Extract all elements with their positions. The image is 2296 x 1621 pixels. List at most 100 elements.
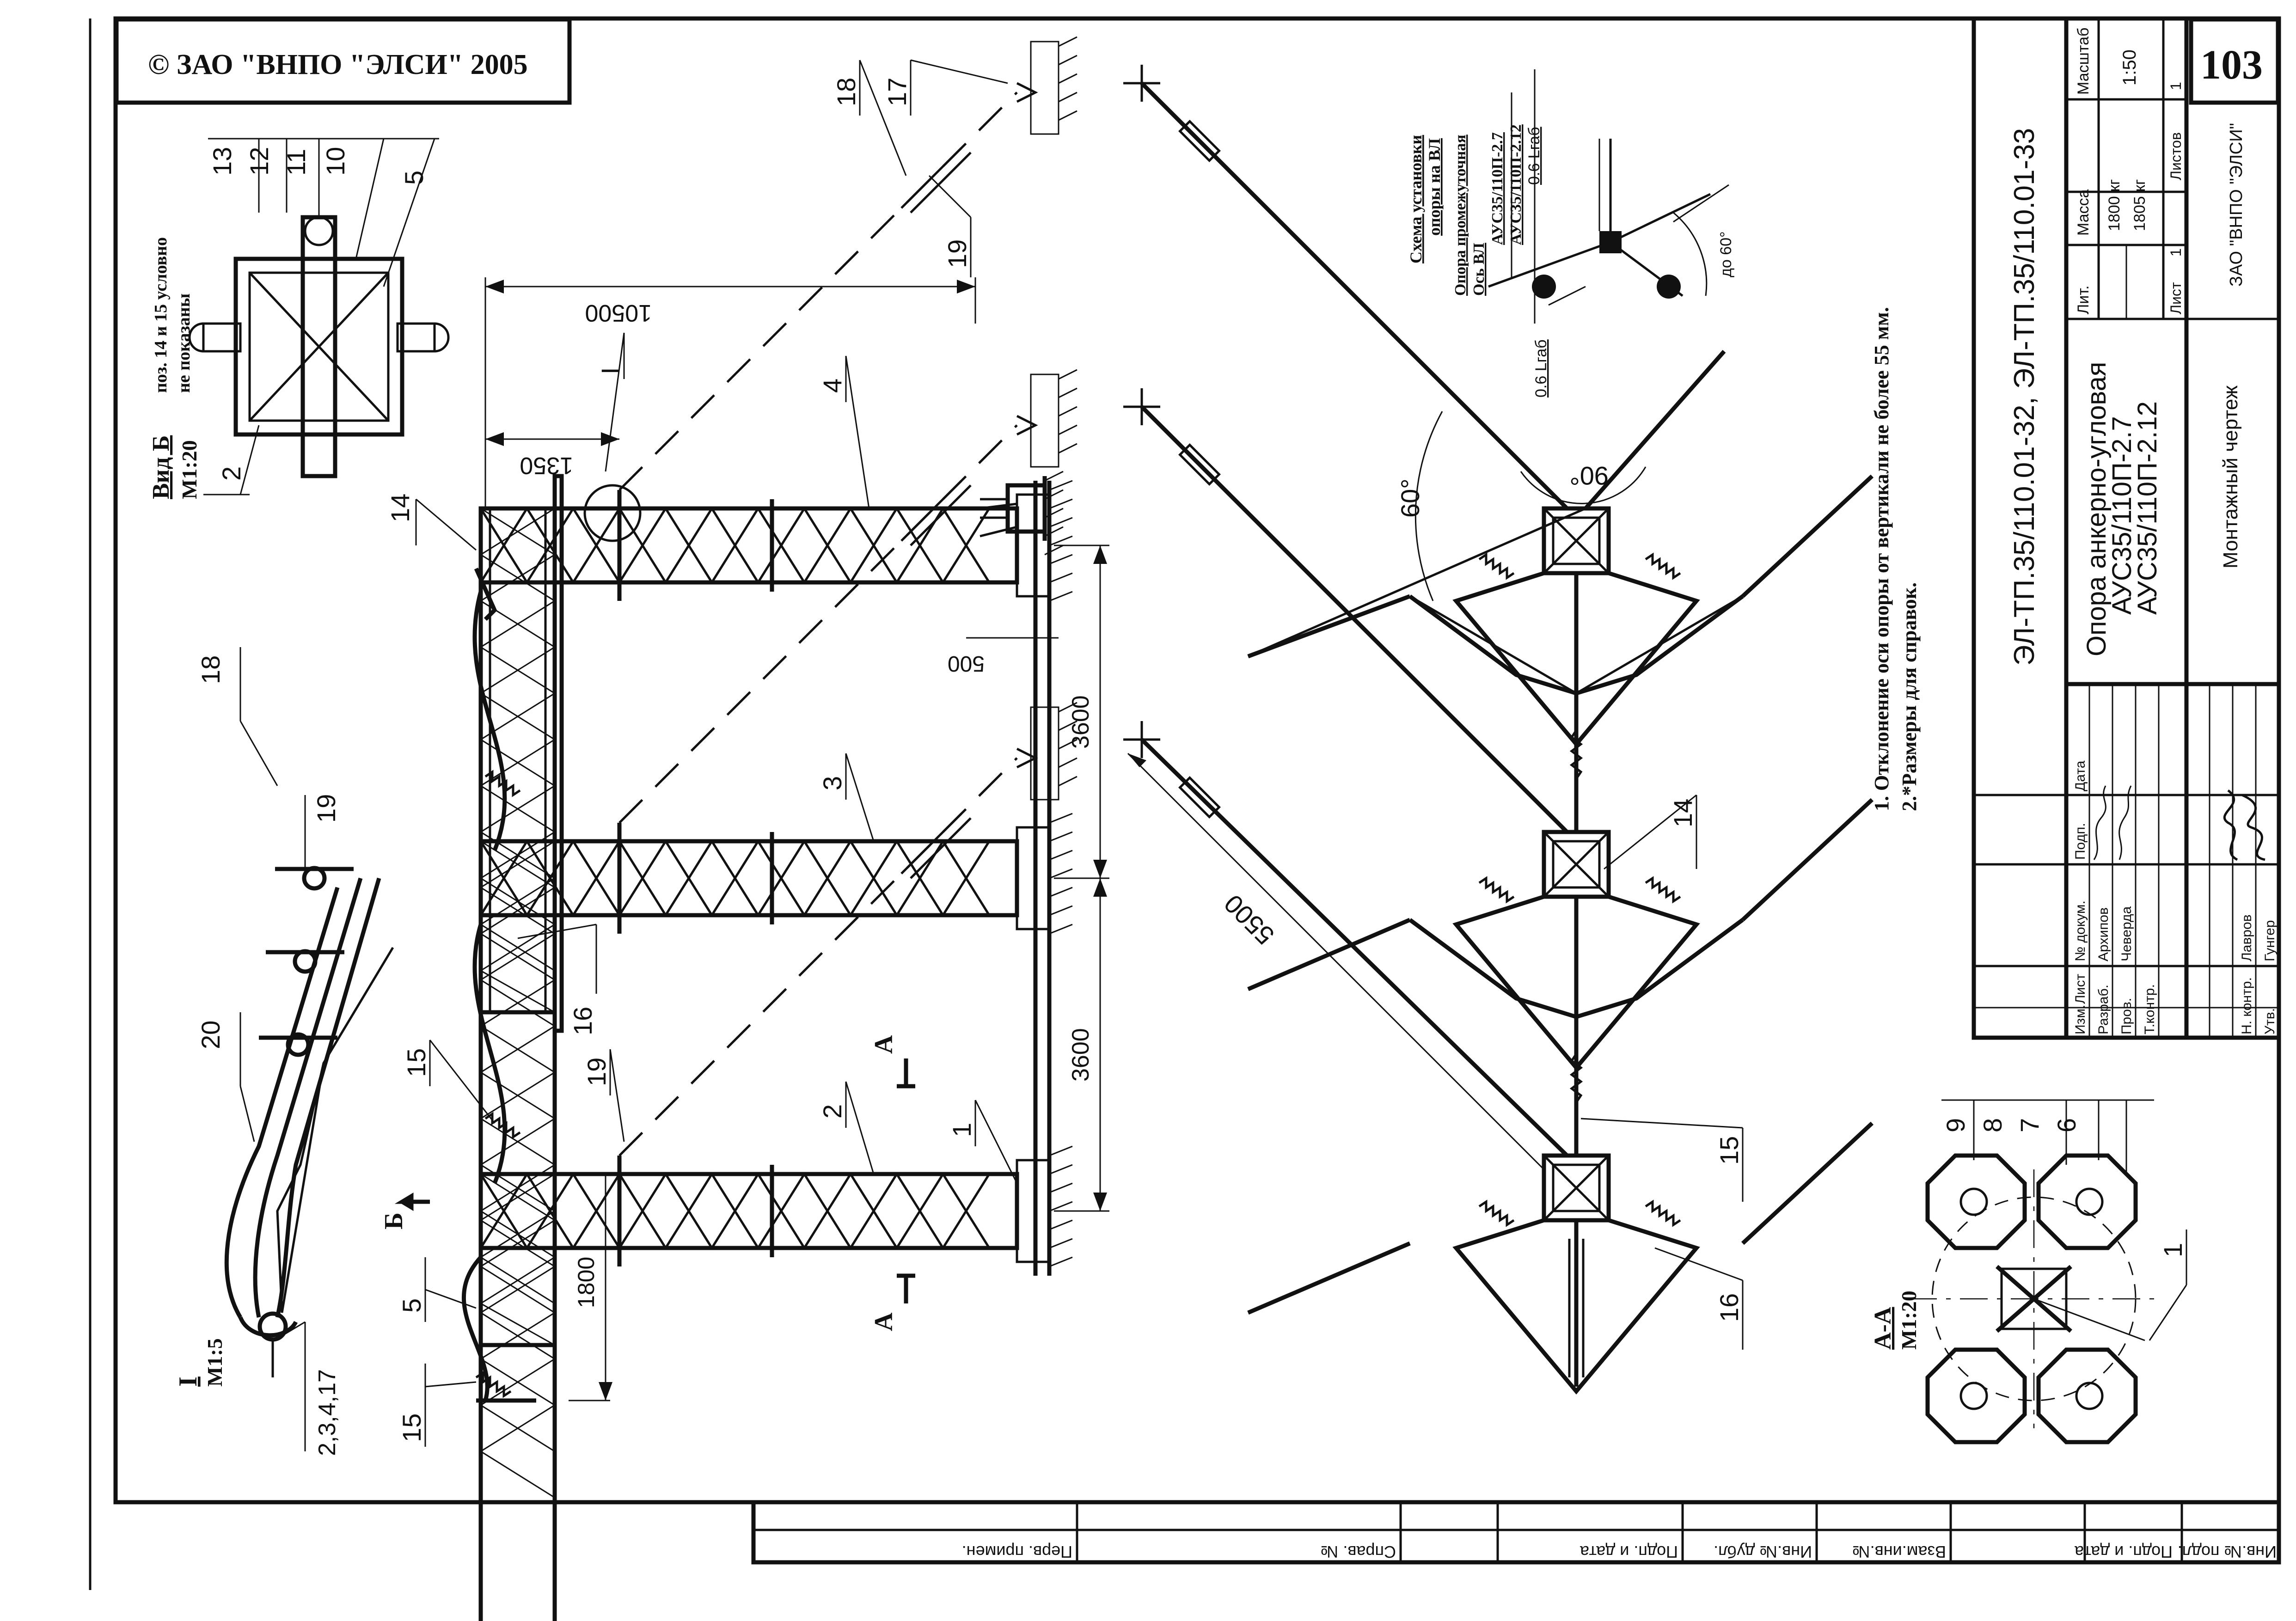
pos-6: 6 — [2052, 1118, 2081, 1132]
note-2: 2.*Размеры для справок. — [1898, 582, 1921, 811]
role-approve: Утв. — [2262, 1008, 2278, 1034]
copyright-text: © ЗАО "ВНПО "ЭЛСИ" 2005 — [148, 49, 528, 80]
scheme-type2: АУС35/110П-2.12 — [1507, 124, 1525, 245]
mass-header: Масса — [2075, 189, 2092, 236]
sheet-value: 1 — [2167, 248, 2184, 257]
tower-3 — [478, 1172, 557, 1621]
pos-15-b: 15 — [397, 1413, 426, 1442]
stamp-first-use: Перв. примен. — [962, 1542, 1072, 1561]
jumpers — [461, 568, 536, 1403]
sheet-number: 103 — [2200, 42, 2263, 88]
pos-19-i: 19 — [312, 794, 341, 823]
scheme-title-1: Схема установки — [1407, 135, 1425, 263]
name-approve: Гунгер — [2262, 920, 2278, 961]
title-line-2: АУС35/110П-2.7 — [2107, 416, 2137, 615]
stamp-sign-date-2: Подп. и дата — [1580, 1542, 1678, 1561]
pos-12: 12 — [245, 147, 274, 176]
pos-20: 20 — [196, 1021, 225, 1049]
pos-11: 11 — [282, 149, 311, 176]
mass-2: 1805 кг — [2131, 179, 2149, 231]
pos-1-elev: 1 — [947, 1123, 976, 1137]
dim-1350: 1350 — [520, 452, 573, 479]
scheme-title-2: опоры на ВЛ — [1425, 138, 1444, 236]
signature-2 — [2118, 785, 2132, 860]
pos-16-elev: 16 — [568, 1007, 597, 1035]
plan-leaders — [1580, 794, 1744, 1350]
sheet-label: Лист — [2167, 282, 2184, 314]
stamp-ref-no: Справ. № — [1321, 1542, 1396, 1561]
dim-3600-b: 3600 — [1067, 1028, 1094, 1082]
sheet-number-box: 103 — [2189, 17, 2280, 105]
section-aa: А-А М1:20 — [1870, 1153, 2163, 1444]
pos-14-elev: 14 — [386, 494, 415, 522]
pos-16-plan: 16 — [1714, 1293, 1744, 1322]
role-tcontrol: Т.контр. — [2142, 984, 2157, 1034]
lit-header: Лит. — [2075, 285, 2092, 314]
dim-1800: 1800 — [573, 1257, 599, 1308]
stamp-inv-dup: Инв.№ дубл. — [1714, 1542, 1812, 1561]
view-i-callout: 2,3,4,17 — [314, 1369, 341, 1456]
pos-10: 10 — [321, 147, 350, 176]
designation: ЭЛ-ТП.35/110.01-32, ЭЛ-ТП.35/110.01-33 — [2008, 128, 2040, 666]
pos-2-top: 2 — [217, 466, 246, 481]
guy-wires — [618, 92, 1018, 1156]
name-check: Чеверда — [2119, 906, 2134, 961]
pos-18-i: 18 — [196, 655, 225, 684]
note-1: 1. Отклонение оси опоры от вертикали не … — [1870, 307, 1893, 811]
col-sign: Подп. — [2073, 823, 2088, 860]
section-mark-a-upper: А — [869, 1035, 898, 1054]
pos-4: 4 — [818, 379, 847, 393]
view-b: Вид Б М1:20 поз. 14 и 15 условно не пока… — [148, 215, 450, 499]
role-check: Пров. — [2119, 998, 2134, 1034]
name-ncontrol: Лавров — [2239, 914, 2254, 961]
tower-lattice — [478, 36, 1078, 1276]
pos-15-a: 15 — [402, 1048, 431, 1077]
bottom-stamp-strip: Инв.№ подл. Подп. и дата Взам.инв.№ Инв.… — [751, 1500, 2281, 1565]
view-b-leaders — [203, 138, 439, 495]
scheme-type1: АУС35/110П-2.7 — [1489, 132, 1506, 245]
stamp-inv-orig: Инв.№ подл. — [2178, 1542, 2277, 1561]
towers-elevation — [478, 471, 1064, 1621]
scheme-span1: 0.6 Lгаб — [1532, 339, 1550, 398]
mass-1: 1800 кг — [2106, 179, 2123, 231]
plan-view — [1123, 65, 1874, 1395]
pos-15-plan: 15 — [1714, 1136, 1744, 1165]
dim-500: 500 — [948, 651, 985, 676]
section-mark-b: Б — [380, 1212, 408, 1230]
scale-header: Масштаб — [2075, 28, 2092, 95]
organization: ЗАО "ВНПО "ЭЛСИ" — [2227, 123, 2246, 287]
col-doc: № докум. — [2073, 900, 2088, 961]
pos-19-a: 19 — [943, 239, 972, 268]
scheme-intermediate: Опора промежуточная — [1452, 135, 1469, 296]
elevation-leaders — [415, 59, 1018, 1447]
pos-1-aa: 1 — [2158, 1243, 2187, 1257]
pos-9: 9 — [1941, 1118, 1970, 1132]
drawing-frame — [113, 16, 2281, 1505]
pos-13: 13 — [208, 147, 237, 176]
drawing-type: Монтажный чертеж — [2219, 385, 2242, 569]
stamp-replace-inv: Взам.инв.№ — [1852, 1542, 1946, 1561]
title-line-1: Опора анкерно-угловая — [2082, 362, 2112, 656]
name-dev: Архипов — [2096, 907, 2111, 961]
role-ncontrol: Н. контр. — [2239, 977, 2254, 1034]
detail-i-circle — [583, 484, 642, 542]
dim-3600-a: 3600 — [1067, 695, 1094, 749]
stamp-sign-date-1: Подп. и дата — [2074, 1542, 2173, 1561]
col-list: Лист — [2073, 974, 2088, 1004]
pos-2-elev: 2 — [818, 1104, 847, 1119]
scheme-angle: до 60° — [1717, 231, 1735, 277]
install-scheme: Схема установки опоры на ВЛ Опора промеж… — [1407, 69, 1735, 398]
pos-18-elev: 18 — [832, 78, 861, 106]
section-aa-leaders — [1941, 1099, 2187, 1341]
pos-i-marker: I — [596, 367, 625, 374]
col-date: Дата — [2073, 760, 2088, 791]
dimensions — [484, 277, 1109, 1401]
signature-3 — [2223, 789, 2265, 861]
view-b-scale: М1:20 — [178, 440, 201, 499]
col-izm: Изм. — [2073, 1005, 2088, 1034]
dim-5500: 5500 — [1218, 889, 1280, 950]
role-dev: Разраб. — [2096, 985, 2111, 1034]
sheets-value: 1 — [2167, 82, 2184, 90]
view-b-note-1: поз. 14 и 15 условно — [151, 237, 171, 393]
